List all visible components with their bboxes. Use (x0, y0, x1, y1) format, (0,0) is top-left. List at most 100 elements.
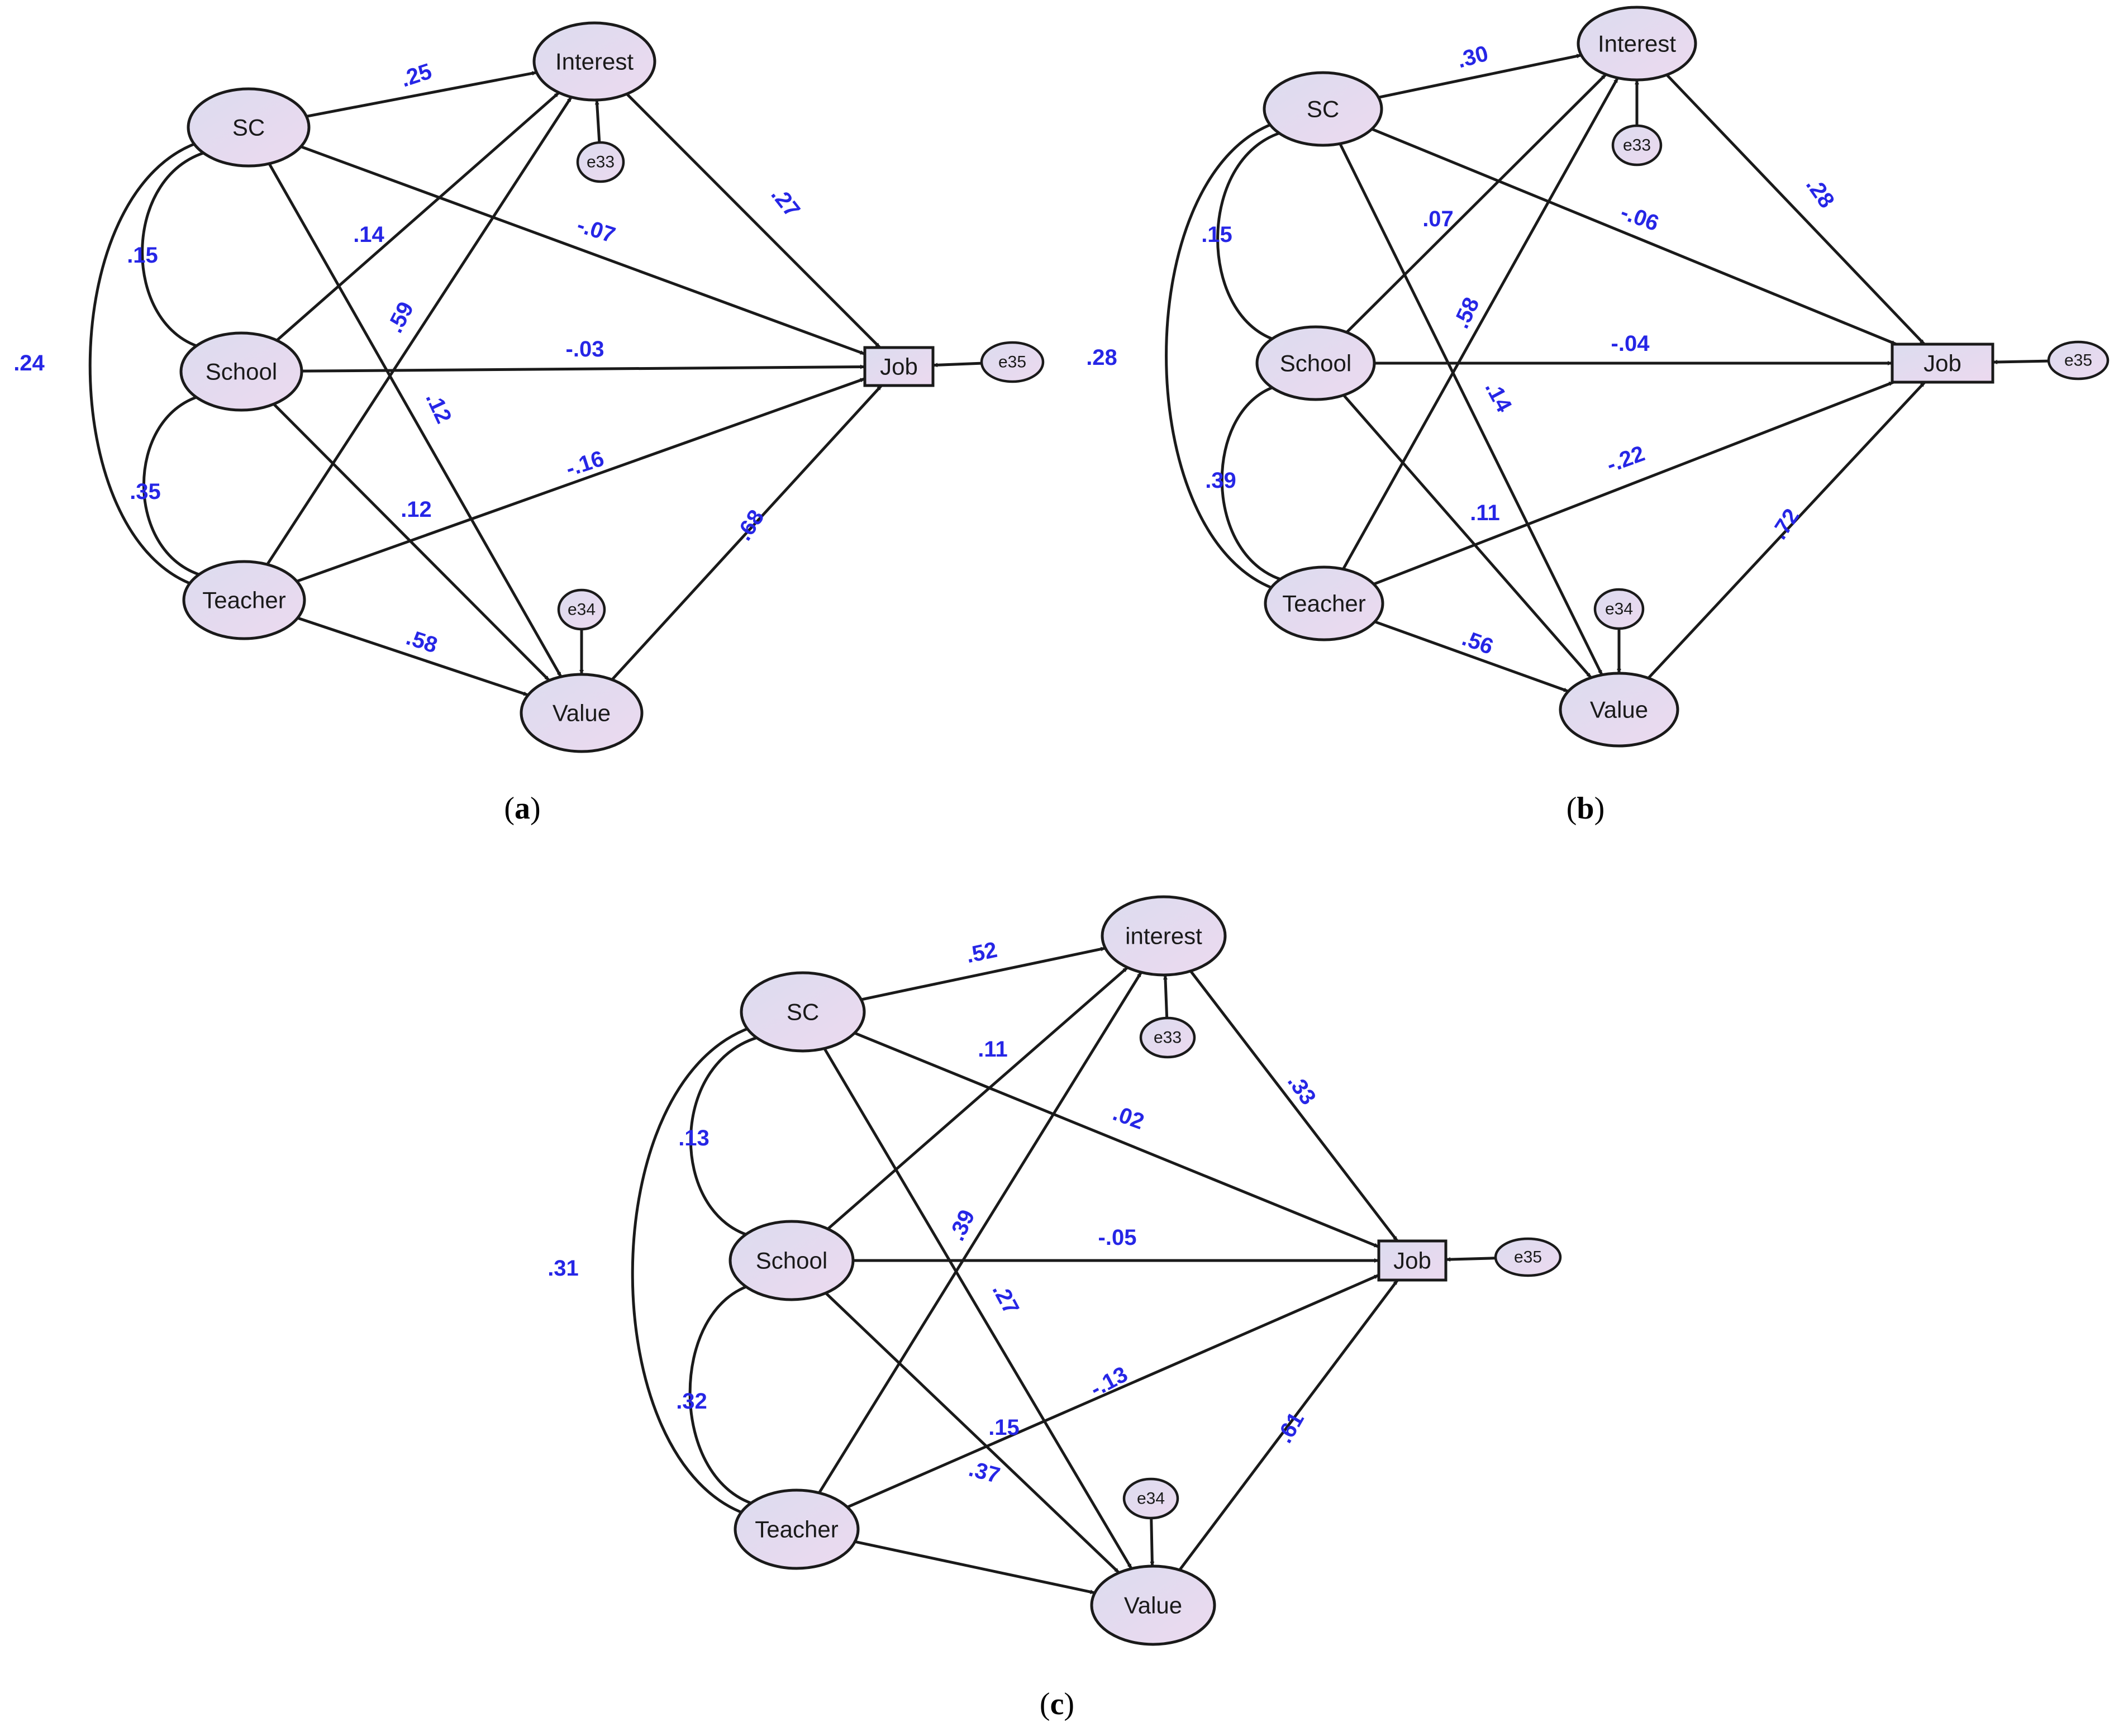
node-teacher-label: Teacher (755, 1516, 838, 1543)
node-interest-shape (1577, 6, 1697, 82)
coef-teacher_interest: .59 (383, 298, 418, 337)
coef-teacher_value: .58 (403, 625, 440, 658)
node-e34-shape (1593, 588, 1645, 630)
coef-sc_interest: .25 (398, 59, 435, 92)
path-sc-to-job (300, 145, 865, 355)
node-e35-shape (1494, 1237, 1562, 1277)
path-e33-to-interest (594, 99, 601, 143)
node-e34-label: e34 (1605, 600, 1633, 619)
panel-b-paths (1165, 54, 2049, 693)
correlation-sc_teacher (631, 1024, 758, 1517)
path-sc-to-interest (1378, 54, 1582, 99)
node-interest-label: Interest (555, 49, 634, 75)
correlation-sc_teacher (88, 139, 204, 588)
correlation-sc_school (141, 149, 213, 350)
path-interest-to-job (626, 93, 881, 349)
coef-sc_interest: .30 (1454, 41, 1491, 73)
coef-teacher_value: .37 (966, 1457, 1002, 1488)
node-job-box (1891, 343, 1994, 384)
path-value-to-job (1647, 381, 1926, 679)
coef-sc_value: .12 (421, 389, 456, 427)
coef-school_interest: .11 (978, 1037, 1007, 1062)
node-sc: SC (740, 971, 866, 1053)
node-value-shape (1090, 1564, 1216, 1646)
coef-teacher_job: -.16 (563, 446, 607, 481)
node-job-label: Job (1923, 350, 1961, 377)
coef-interest_job: .33 (1283, 1070, 1321, 1110)
path-interest-to-job (1665, 74, 1926, 345)
path-school-to-value (273, 403, 550, 682)
path-value-to-job (1178, 1279, 1399, 1571)
node-school: School (729, 1220, 855, 1301)
corr-school_teacher: .35 (130, 479, 161, 504)
node-e35-shape (980, 341, 1045, 383)
correlation-sc_school (689, 1034, 766, 1239)
node-e33-shape (1611, 124, 1663, 167)
path-sc-to-job (854, 1031, 1379, 1248)
node-value-label: Value (1124, 1592, 1182, 1619)
node-value-label: Value (553, 700, 611, 726)
coef-teacher_interest: .39 (944, 1206, 979, 1245)
panel-a-caption: (a) (504, 791, 540, 826)
corr-school_teacher: .32 (676, 1389, 707, 1414)
path-sc-to-value (1339, 143, 1603, 676)
coef-sc_job: -.06 (1617, 200, 1662, 236)
caption-close-paren: ) (530, 791, 541, 826)
node-value-label: Value (1590, 697, 1648, 723)
node-school-label: School (1280, 350, 1351, 377)
coef-sc_interest: .52 (964, 938, 999, 968)
node-sc-shape (740, 971, 866, 1053)
coef-sc_job: -.07 (574, 212, 618, 248)
corr-sc_school: .15 (1201, 222, 1232, 247)
path-value-to-job (611, 384, 883, 681)
node-teacher-label: Teacher (202, 587, 285, 613)
path-teacher-to-value (854, 1540, 1096, 1595)
path-teacher-to-job (296, 377, 865, 583)
path-teacher-to-interest (818, 971, 1142, 1494)
coef-interest_job: .27 (766, 183, 805, 222)
node-interest-shape (1101, 895, 1227, 977)
node-value-shape (1559, 672, 1679, 748)
corr-sc_school: .15 (127, 243, 158, 268)
coef-value_job: .72 (1767, 505, 1804, 544)
node-teacher-shape (734, 1488, 860, 1570)
node-teacher-shape (182, 560, 306, 640)
node-job-box (863, 346, 935, 387)
panels-layer: SCSchoolTeacherInterestValueJobe33e34e35… (13, 6, 2110, 1721)
node-school-shape (1255, 325, 1376, 401)
node-sc: SC (187, 87, 311, 168)
node-e33: e33 (1611, 124, 1663, 167)
node-sc: SC (1263, 71, 1383, 147)
node-job-label: Job (1393, 1248, 1431, 1274)
coef-sc_value: .27 (988, 1280, 1024, 1319)
node-e35: e35 (980, 341, 1045, 383)
node-teacher: Teacher (182, 560, 306, 640)
panel-a-coefficients: .25-.07.12.14-.03.12.59-.16.58.27.68.15.… (13, 59, 804, 658)
coef-value_job: .68 (731, 506, 769, 545)
corr-school_teacher: .39 (1205, 468, 1236, 493)
node-value-shape (520, 673, 644, 753)
node-value: Value (520, 673, 644, 753)
node-e35-label: e35 (2064, 351, 2092, 370)
coef-sc_value: .14 (1480, 377, 1517, 416)
coef-school_value: .11 (1470, 501, 1499, 525)
path-school-to-value (1342, 394, 1592, 679)
coef-school_job: -.05 (1098, 1225, 1137, 1250)
panel-b-coefficients: .30-.06.14.07-.04.11.58-.22.56.28.72.15.… (1086, 41, 1839, 660)
corr-sc_teacher: .31 (547, 1256, 579, 1281)
path-e35-to-job (1992, 359, 2049, 364)
caption-close-paren: ) (1594, 791, 1605, 826)
corr-sc_teacher: .28 (1086, 345, 1117, 370)
node-e34-label: e34 (568, 601, 596, 619)
node-sc-shape (1263, 71, 1383, 147)
path-teacher-to-value (297, 616, 529, 697)
node-e33: e33 (1139, 1016, 1196, 1059)
caption-letter: c (1050, 1687, 1064, 1721)
path-interest-to-job (1189, 970, 1399, 1242)
node-sc-label: SC (787, 999, 819, 1025)
node-teacher: Teacher (1264, 565, 1384, 641)
node-interest-shape (532, 21, 656, 102)
coef-teacher_job: -.13 (1086, 1362, 1132, 1401)
